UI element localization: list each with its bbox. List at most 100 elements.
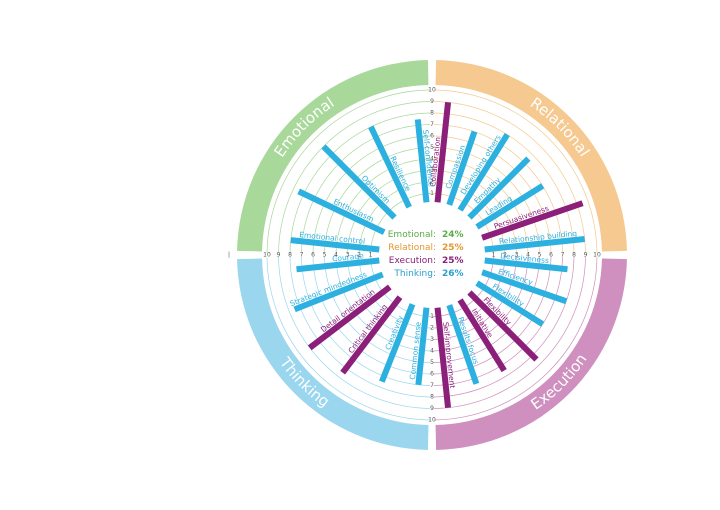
bar-flexibility [467,290,539,362]
bar-relationship-building [484,235,585,253]
scale-tick: 4 [334,252,338,259]
scale-ring [278,257,430,409]
quadrant-ring-relational [435,60,627,252]
bar-creativity [379,303,416,383]
scale-tick: 6 [311,252,315,259]
scale-tick: 7 [300,252,304,259]
scale-tick: 4 [430,156,434,163]
scale-tick: 10 [263,252,271,259]
bar-detail-orientation [307,284,392,351]
summary-label: Execution: [389,256,436,266]
bar-self-improvement [434,307,452,408]
quadrant-ring-emotional [237,60,429,252]
bar-developing-others [457,132,510,212]
scale-ring [434,257,598,421]
scale-ring [370,255,432,317]
scale-tick: 9 [430,405,434,412]
summary-value: 25% [442,256,464,266]
scale-ring [312,256,431,375]
scale-tick: 8 [572,252,576,259]
summary-label: Thinking: [393,269,436,279]
scale-tick: 5 [430,359,434,366]
bar-decisiveness [484,257,568,273]
scale-ring [301,256,431,386]
bar-self-confidence [414,119,430,203]
scale-tick: 1 [430,190,434,197]
scale-ring [266,257,430,421]
bar-resilience [368,125,412,209]
scale-tick: 10 [428,417,436,424]
scale-tick: 2 [503,252,507,259]
scale-tick: 3 [515,252,519,259]
bar-critical-thinking [340,295,403,375]
quadrant-ring-thinking [237,258,429,450]
scale-tick: 8 [288,252,292,259]
bar-empathy [467,156,531,220]
bar-enthusiasm [297,188,386,235]
scale-tick: 9 [430,98,434,105]
quadrant-label-text: Relational [527,94,593,160]
scale-ring [434,89,598,253]
summary-value: 24% [442,230,464,240]
bar-efficiency [481,269,568,305]
scale-tick: 5 [430,144,434,151]
bar-common-sense [415,307,430,386]
bar-optimism [321,144,397,220]
scale-tick: 4 [526,252,530,259]
scale-ring [358,256,431,329]
bar-strategic-mindedness [293,271,384,313]
bar-courage [296,257,380,273]
scale-ring [324,256,431,363]
scale-tick: 2 [430,325,434,332]
axis-end-marker: | [228,252,230,259]
scale-ring [289,256,431,398]
scale-tick: 3 [430,167,434,174]
scale-ring [266,89,430,253]
scale-tick: 1 [430,313,434,320]
scale-tick: 7 [561,252,565,259]
scale-tick: 10 [428,87,436,94]
scale-tick: 7 [430,121,434,128]
quadrant-label-relational: Relational [527,94,593,160]
bar-flexibility [475,280,545,327]
bar-initiative [457,298,507,373]
scale-tick: 2 [357,252,361,259]
scale-ring [335,256,431,352]
bar-leading [475,183,545,230]
bar-persuasiveness [481,200,584,241]
scale-tick: 5 [538,252,542,259]
summary-label: Relational: [388,243,436,253]
center-disc [382,205,482,305]
scale-tick: 3 [430,336,434,343]
bar-label: Courage [332,251,365,263]
bar-results-focus [446,304,480,385]
bar-compassion [446,130,478,206]
quadrant-ring-execution [435,258,627,450]
scale-ring [433,112,575,254]
scale-tick: 10 [593,252,601,259]
scale-tick: 9 [584,252,588,259]
summary-value: 26% [442,269,464,279]
scale-tick: 2 [430,179,434,186]
bar-collaboration [434,102,452,203]
scale-tick: 9 [277,252,281,259]
scale-tick: 8 [430,394,434,401]
scale-ring [347,256,431,340]
summary-value: 25% [442,243,464,253]
scale-tick: 4 [430,348,434,355]
scale-tick: 6 [549,252,553,259]
scale-ring [434,257,586,409]
summary-label: Emotional: [388,230,436,240]
bar-emotional-control [290,237,380,253]
scale-tick: 8 [430,110,434,117]
scale-tick: 1 [369,252,373,259]
scale-tick: 1 [492,252,496,259]
scale-tick: 7 [430,382,434,389]
scale-tick: 6 [430,371,434,378]
scale-tick: 3 [346,252,350,259]
scale-tick: 5 [323,252,327,259]
scale-ring [434,101,586,253]
scale-tick: 6 [430,133,434,140]
